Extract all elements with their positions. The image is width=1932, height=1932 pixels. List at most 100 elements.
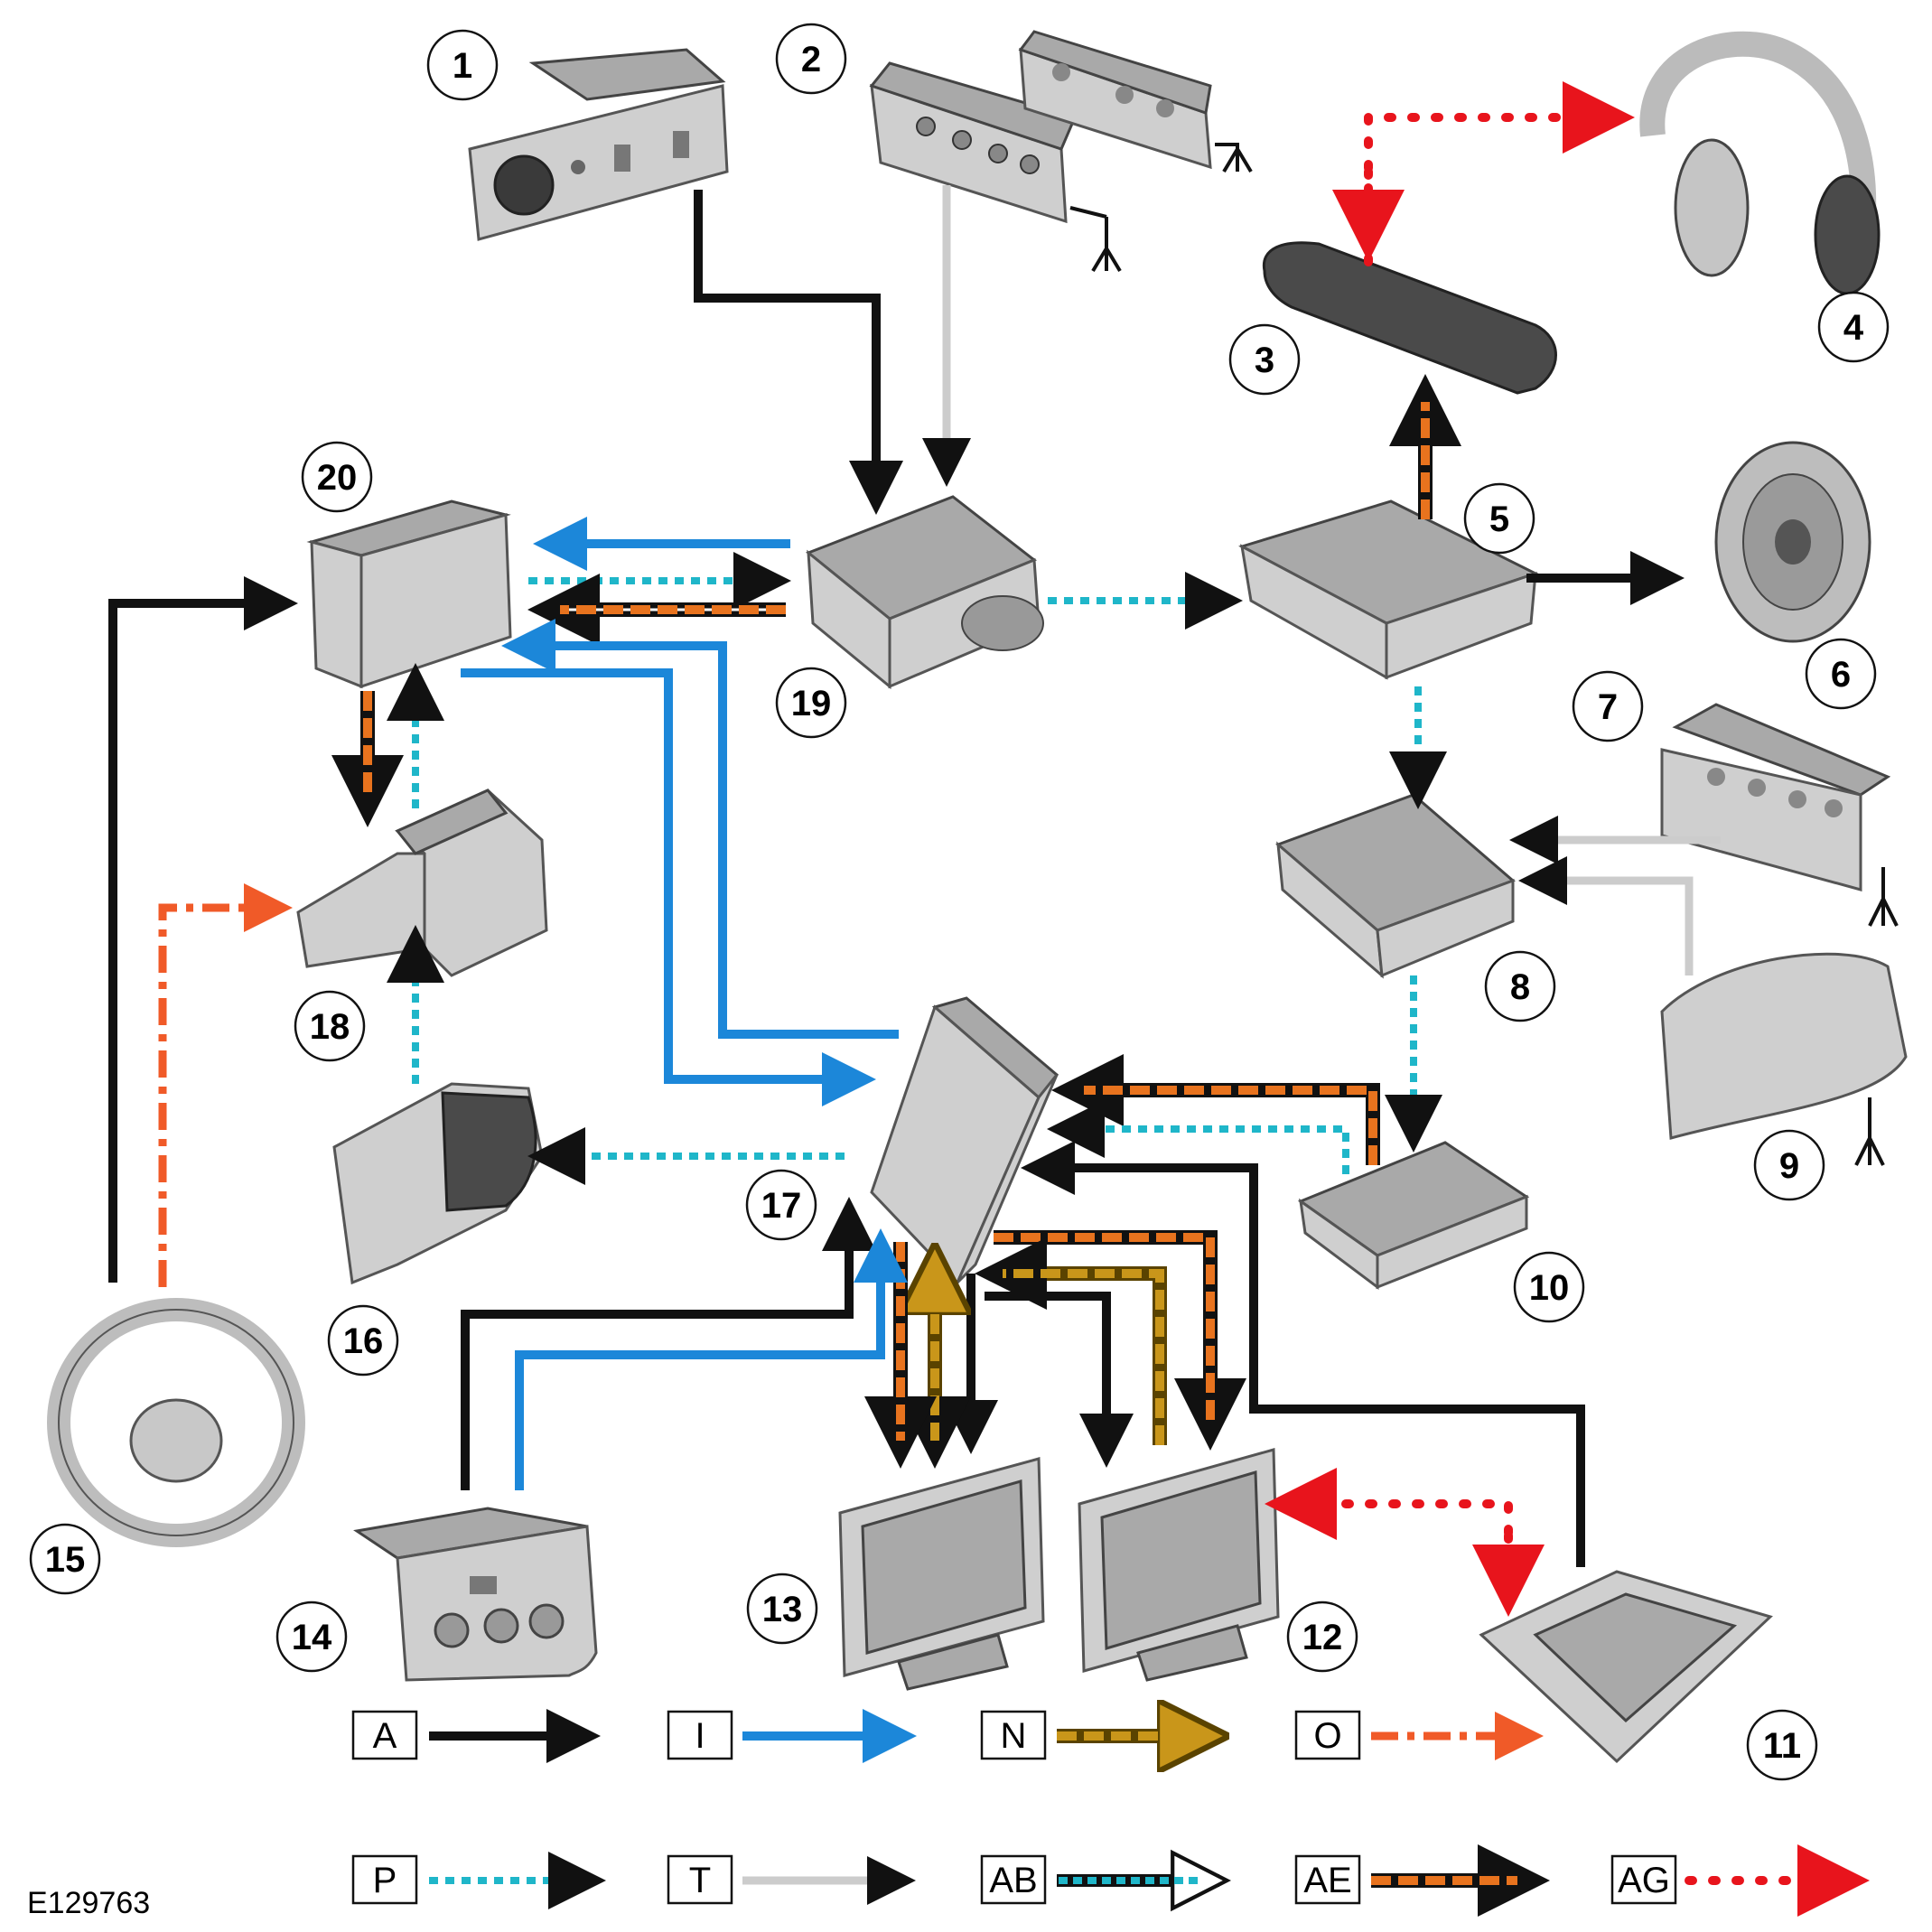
callout-number: 14: [292, 1618, 332, 1657]
callout-circle: [1484, 950, 1556, 1022]
rear-display-13-icon: [838, 1457, 1045, 1691]
callout-number: 6: [1831, 655, 1851, 695]
callout-number: 7: [1598, 687, 1618, 727]
callout-number: 17: [761, 1186, 802, 1226]
callout-number: 15: [45, 1540, 86, 1580]
callout-9: 9: [1753, 1129, 1825, 1201]
callout-circle: [29, 1523, 101, 1595]
callout-12: 12: [1286, 1601, 1358, 1673]
steering-wheel-icon: [47, 1298, 305, 1547]
callout-10: 10: [1513, 1251, 1585, 1323]
legend: A I N O P T AB AE AG: [351, 1710, 1870, 1917]
figure-reference: E129763: [27, 1886, 150, 1920]
callout-number: 2: [801, 40, 821, 79]
legend-key-AB: AB: [989, 1861, 1037, 1900]
tv-tuner-module-icon: [1660, 703, 1899, 927]
connection-lines: [108, 81, 1721, 1617]
callout-15: 15: [29, 1523, 101, 1595]
callout-number: 20: [317, 458, 358, 498]
legend-box-AB: [980, 1854, 1047, 1905]
ir-transmitter-icon: [1262, 241, 1557, 395]
legend-key-A: A: [373, 1716, 397, 1756]
callout-circle: [327, 1304, 399, 1377]
callout-18: 18: [294, 990, 366, 1062]
callout-circle: [1228, 323, 1301, 396]
control-panel-icon: [1479, 1570, 1773, 1764]
callout-circle: [1805, 638, 1877, 710]
callout-circle: [426, 29, 499, 101]
rear-media-socket-panel-icon: [353, 1507, 598, 1682]
callout-circle: [1753, 1129, 1825, 1201]
callout-number: 11: [1763, 1726, 1801, 1766]
legend-key-O: O: [1313, 1716, 1341, 1756]
callout-number: 1: [453, 46, 472, 86]
rear-display-12-icon: [1078, 1448, 1280, 1682]
legend-box-A: [351, 1710, 418, 1760]
callout-7: 7: [1572, 670, 1644, 742]
callout-16: 16: [327, 1304, 399, 1377]
module-8-icon: [1275, 793, 1516, 979]
callout-number: 3: [1255, 341, 1274, 380]
callout-number: 4: [1843, 308, 1864, 348]
callout-circle: [1463, 482, 1535, 555]
callout-3: 3: [1228, 323, 1301, 396]
amplifier-icon: [1238, 499, 1539, 680]
callout-circle: [294, 990, 366, 1062]
legend-box-N: [980, 1710, 1047, 1760]
callout-5: 5: [1463, 482, 1535, 555]
callout-17: 17: [745, 1169, 817, 1241]
clockspring-icon: [296, 789, 548, 977]
callout-1: 1: [426, 29, 499, 101]
callout-number: 18: [310, 1007, 350, 1047]
callout-circle: [775, 667, 847, 739]
antenna-icon: [1660, 952, 1908, 1166]
usb-aux-socket-panel-icon: [468, 48, 729, 241]
instrument-cluster-icon: [332, 1082, 544, 1285]
callout-circle: [1746, 1709, 1818, 1781]
audio-unit-icon: [806, 495, 1044, 690]
callout-number: 5: [1489, 499, 1509, 539]
callout-4: 4: [1817, 291, 1890, 363]
callout-number: 12: [1302, 1618, 1343, 1657]
callout-circle: [1286, 1601, 1358, 1673]
legend-key-T: T: [689, 1861, 711, 1900]
speaker-icon: [1714, 441, 1871, 643]
legend-box-AE: [1294, 1854, 1361, 1905]
legend-box-I: [667, 1710, 733, 1760]
module-10-icon: [1297, 1141, 1530, 1290]
legend-key-N: N: [1001, 1716, 1027, 1756]
callout-circle: [301, 441, 373, 513]
callout-13: 13: [746, 1573, 818, 1645]
callout-circle: [1572, 670, 1644, 742]
callout-number: 9: [1779, 1146, 1799, 1186]
legend-box-T: [667, 1854, 733, 1905]
callout-number: 10: [1529, 1268, 1570, 1308]
callout-14: 14: [275, 1601, 348, 1673]
callout-number: 8: [1510, 967, 1530, 1007]
wireless-headphones-icon: [1639, 31, 1881, 295]
callout-circle: [1817, 291, 1890, 363]
callout-circle: [745, 1169, 817, 1241]
legend-box-O: [1294, 1710, 1361, 1760]
callout-circle: [1513, 1251, 1585, 1323]
legend-box-AG: [1610, 1854, 1677, 1905]
legend-key-I: I: [695, 1716, 705, 1756]
tuner-module-icon: [869, 30, 1253, 273]
callout-11: 11: [1746, 1709, 1818, 1781]
touch-screen-icon: [306, 499, 512, 689]
callout-number: 16: [343, 1321, 384, 1361]
legend-key-P: P: [373, 1861, 397, 1900]
callout-circle: [775, 23, 847, 95]
callout-circle: [746, 1573, 818, 1645]
callout-8: 8: [1484, 950, 1556, 1022]
legend-key-AE: AE: [1303, 1861, 1351, 1900]
callout-6: 6: [1805, 638, 1877, 710]
legend-key-AG: AG: [1618, 1861, 1670, 1900]
legend-box-P: [351, 1854, 418, 1905]
callout-circle: [275, 1601, 348, 1673]
callout-2: 2: [775, 23, 847, 95]
callout-19: 19: [775, 667, 847, 739]
callout-number: 13: [762, 1590, 803, 1629]
